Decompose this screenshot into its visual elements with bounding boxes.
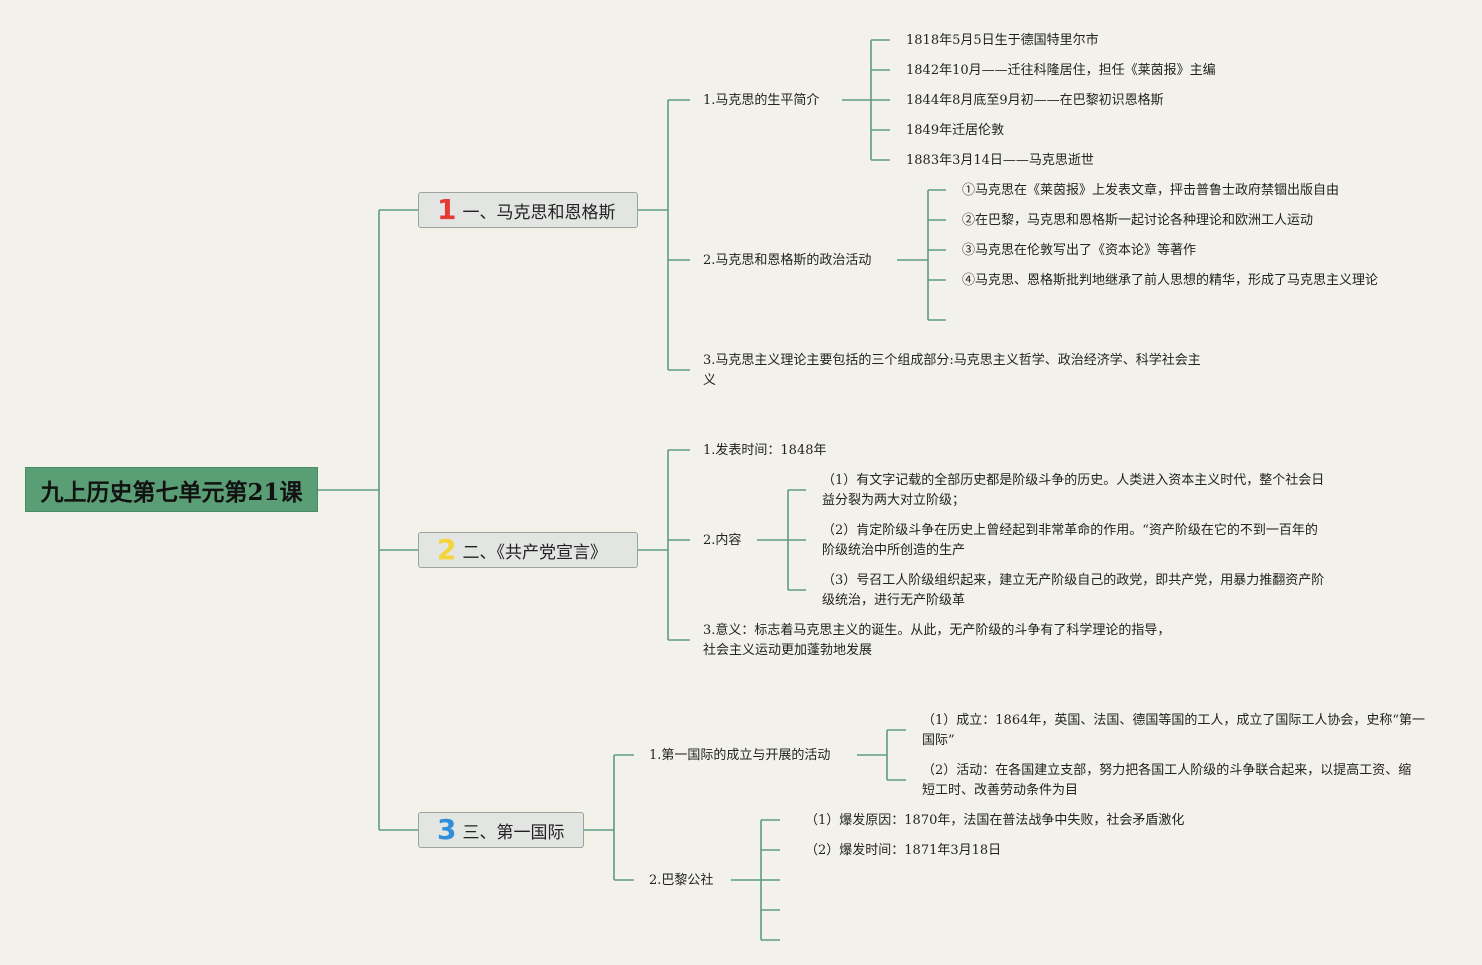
number-2-icon: 2 (437, 533, 457, 566)
item-3-2-2[interactable]: （2）爆发时间：1871年3月18日 (805, 843, 1002, 858)
subtopic-2-2[interactable]: 2.内容 (703, 533, 742, 548)
subtopic-2-1[interactable]: 1.发表时间：1848年 (703, 443, 827, 458)
item-2-2-3[interactable]: （3）号召工人阶级组织起来，建立无产阶级自己的政党，即共产党，用暴力推翻资产阶级… (822, 573, 1325, 608)
main-topic-3-label: 三、第一国际 (462, 822, 565, 843)
main-topic-2[interactable]: 2 二、《共产党宣言》 (418, 532, 638, 568)
root-topic[interactable]: 九上历史第七单元第21课 (25, 467, 318, 512)
main-topic-2-label: 二、《共产党宣言》 (462, 542, 607, 563)
main-topic-3[interactable]: 3 三、第一国际 (418, 812, 584, 848)
item-1-1-1[interactable]: 1818年5月5日生于德国特里尔市 (906, 33, 1099, 48)
subtopic-1-2[interactable]: 2.马克思和恩格斯的政治活动 (703, 253, 872, 268)
item-1-1-5[interactable]: 1883年3月14日——马克思逝世 (906, 153, 1094, 168)
subtopic-1-3[interactable]: 3.马克思主义理论主要包括的三个组成部分:马克思主义哲学、政治经济学、科学社会主… (703, 353, 1201, 388)
item-3-2-1[interactable]: （1）爆发原因：1870年，法国在普法战争中失败，社会矛盾激化 (805, 813, 1185, 828)
subtopic-1-1[interactable]: 1.马克思的生平简介 (703, 93, 820, 108)
item-3-1-2[interactable]: （2）活动：在各国建立支部，努力把各国工人阶级的斗争联合起来，以提高工资、缩短工… (922, 763, 1412, 798)
item-1-2-2[interactable]: ②在巴黎，马克思和恩格斯一起讨论各种理论和欧洲工人运动 (962, 213, 1314, 228)
number-1-icon: 1 (437, 193, 457, 226)
item-1-1-2[interactable]: 1842年10月——迁往科隆居住，担任《莱茵报》主编 (906, 63, 1216, 78)
subtopic-2-3[interactable]: 3.意义：标志着马克思主义的诞生。从此，无产阶级的斗争有了科学理论的指导，社会主… (703, 623, 1171, 658)
main-topic-1[interactable]: 1 一、马克思和恩格斯 (418, 192, 638, 228)
item-1-1-4[interactable]: 1849年迁居伦敦 (906, 123, 1005, 138)
item-2-2-1[interactable]: （1）有文字记载的全部历史都是阶级斗争的历史。人类进入资本主义时代，整个社会日益… (822, 473, 1325, 508)
subtopic-3-2[interactable]: 2.巴黎公社 (649, 873, 714, 888)
item-1-2-4[interactable]: ④马克思、恩格斯批判地继承了前人思想的精华，形成了马克思主义理论 (962, 273, 1379, 288)
item-2-2-2[interactable]: （2）肯定阶级斗争在历史上曾经起到非常革命的作用。“资产阶级在它的不到一百年的阶… (822, 523, 1318, 558)
number-3-icon: 3 (437, 813, 457, 846)
item-3-1-1[interactable]: （1）成立：1864年，英国、法国、德国等国的工人，成立了国际工人协会，史称“第… (922, 713, 1426, 748)
item-1-1-3[interactable]: 1844年8月底至9月初——在巴黎初识恩格斯 (906, 93, 1164, 108)
main-topic-1-label: 一、马克思和恩格斯 (462, 202, 616, 223)
item-1-2-3[interactable]: ③马克思在伦敦写出了《资本论》等著作 (962, 243, 1197, 258)
subtopic-3-1[interactable]: 1.第一国际的成立与开展的活动 (649, 748, 831, 763)
item-1-2-1[interactable]: ①马克思在《莱茵报》上发表文章，抨击普鲁士政府禁锢出版自由 (962, 183, 1340, 198)
root-title: 九上历史第七单元第21课 (40, 478, 303, 506)
